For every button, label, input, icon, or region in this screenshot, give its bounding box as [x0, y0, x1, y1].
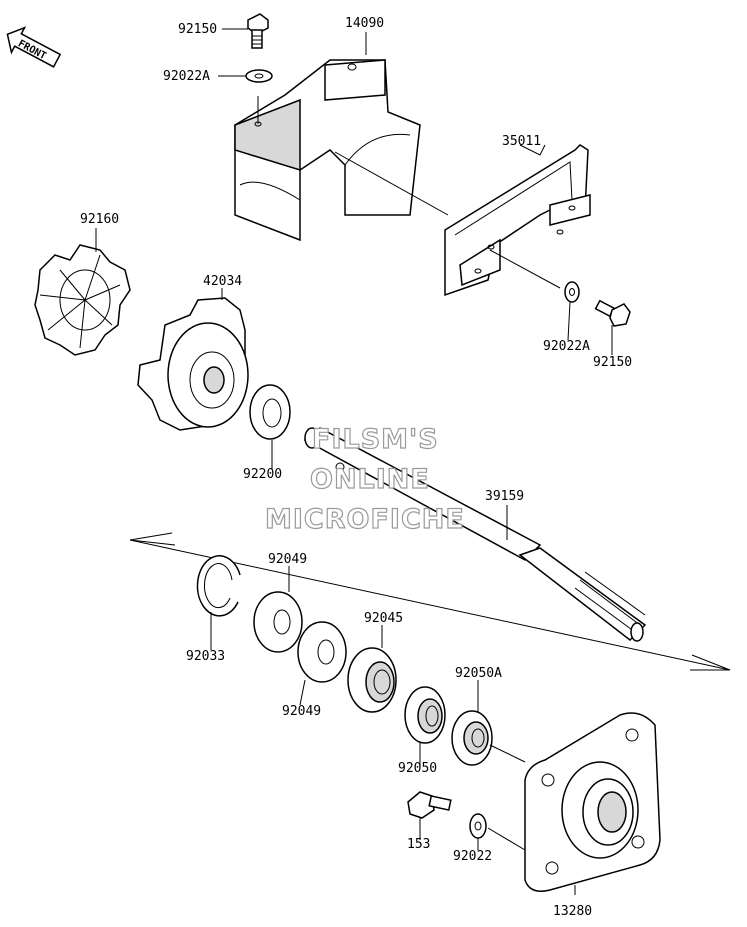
label-42034: 42034 [203, 274, 242, 289]
impeller-42034 [137, 297, 249, 431]
washer-92022 [469, 813, 487, 839]
label-92050: 92050 [398, 761, 437, 776]
label-153: 153 [407, 837, 430, 852]
washer-92022a-top [245, 69, 273, 83]
label-92045: 92045 [364, 611, 403, 626]
watermark-line-2: ONLINE [310, 464, 430, 495]
housing-13280 [524, 712, 661, 892]
cover-14090 [234, 59, 421, 242]
bolt-153 [407, 791, 452, 819]
bolt-92150-right [594, 299, 631, 327]
label-92033: 92033 [186, 649, 225, 664]
label-35011: 35011 [502, 134, 541, 149]
damper-92160 [34, 244, 131, 356]
label-92049-a: 92049 [268, 552, 307, 567]
label-92160: 92160 [80, 212, 119, 227]
leader-lines [95, 28, 613, 895]
label-92022a-top: 92022A [163, 69, 210, 84]
seal-92049-b [297, 621, 347, 683]
shaft-39159 [129, 427, 731, 671]
part-labels: 92150 14090 92022A 35011 92160 42034 920… [80, 16, 632, 919]
label-14090: 14090 [345, 16, 384, 31]
label-13280: 13280 [553, 904, 592, 919]
watermark-line-3: MICROFICHE [265, 504, 465, 535]
bearing-92050 [404, 686, 446, 744]
label-92200: 92200 [243, 467, 282, 482]
label-92022: 92022 [453, 849, 492, 864]
washer-92022a-right [564, 281, 580, 303]
label-92050a: 92050A [455, 666, 502, 681]
label-92150-top: 92150 [178, 22, 217, 37]
label-92150-right: 92150 [593, 355, 632, 370]
guard-35011 [444, 144, 591, 297]
watermark: FILSM'S ONLINE MICROFICHE [264, 423, 465, 535]
bearing-92050a [451, 710, 493, 766]
front-arrow-badge: FRONT [6, 26, 62, 68]
bearing-92045 [347, 647, 397, 713]
label-39159: 39159 [485, 489, 524, 504]
label-92022a-right: 92022A [543, 339, 590, 354]
circlip-92033 [196, 555, 241, 617]
watermark-line-1: FILSM'S [312, 424, 439, 455]
seal-92049-a [253, 591, 303, 653]
washer-92200 [249, 384, 291, 440]
label-92049-b: 92049 [282, 704, 321, 719]
bolt-92150-top [247, 13, 269, 49]
